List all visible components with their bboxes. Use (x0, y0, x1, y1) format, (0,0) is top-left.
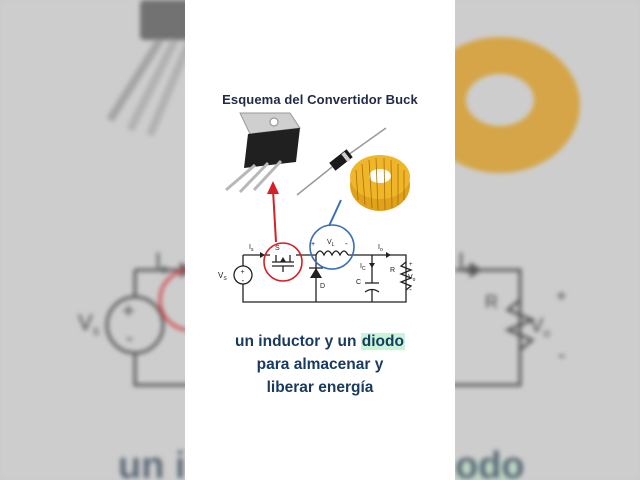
vo-label: Vo (408, 274, 416, 283)
diode-symbol (310, 268, 322, 278)
caption-text: un inductor y un (235, 333, 361, 350)
bg-plus-right: + (556, 286, 567, 306)
inductor-highlight-circle (309, 224, 355, 270)
page-title: Esquema del Convertidor Buck (222, 92, 418, 107)
vl-plus: + (311, 241, 315, 248)
caption: un inductor y un diodo para almacenar y … (185, 330, 455, 399)
vs-plus: + (241, 269, 245, 276)
bg-toroid-image (420, 37, 580, 173)
vo-plus: + (409, 262, 413, 268)
diode-label: D (320, 283, 325, 290)
bg-io-label: Io (458, 248, 471, 276)
bg-caption-fragment-right: odo (455, 445, 525, 480)
vl-label: VL (327, 239, 335, 248)
switch-highlight-circle (263, 242, 303, 282)
voltage-source (233, 265, 253, 285)
switch-label: S (275, 245, 280, 252)
caption-highlight: diodo (360, 333, 405, 350)
ic-label: IC (360, 263, 366, 272)
vs-minus: - (242, 276, 245, 285)
io-arrow (386, 252, 391, 258)
bg-minus-right: - (558, 342, 565, 367)
vl-minus: - (345, 239, 348, 248)
bg-caption-fragment: un i (118, 445, 186, 480)
diode-image (296, 127, 387, 196)
bg-r-label: R (485, 292, 498, 312)
mosfet-image (225, 112, 301, 194)
bg-circuit (105, 268, 536, 387)
io-label: Io (378, 244, 383, 253)
switch-pointer-arrow (267, 181, 279, 243)
is-arrow (260, 252, 265, 258)
bg-plus: + (122, 298, 135, 323)
capacitor-label: C (356, 279, 361, 286)
toroid-image (350, 155, 410, 211)
caption-line-3: liberar energía (266, 379, 374, 396)
buck-schematic (242, 250, 413, 303)
bg-vs-label: Vs (78, 310, 100, 338)
bg-is-label: Is (155, 248, 168, 276)
content-card: Esquema del Convertidor Buck un inductor… (185, 0, 455, 480)
bg-vo-label: Vo (530, 315, 550, 340)
caption-line-1: un inductor y un diodo (185, 330, 455, 353)
ic-arrow (369, 263, 375, 268)
vs-label: VS (218, 271, 227, 282)
vo-minus: - (409, 285, 412, 294)
is-label: Is (249, 244, 254, 253)
bg-minus: - (126, 325, 133, 350)
inductor-pointer-line (328, 199, 342, 227)
resistor-label: R (390, 267, 395, 274)
caption-line-2: para almacenar y (256, 356, 384, 373)
